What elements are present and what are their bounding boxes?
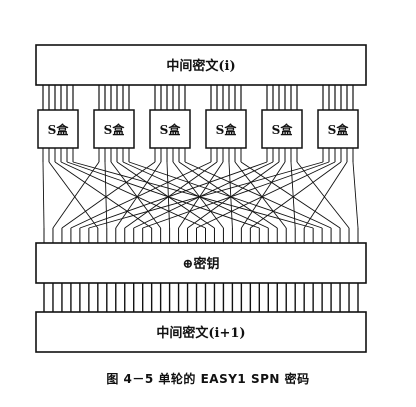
permutation-wire [72,161,314,229]
bottom-output-wires [43,283,359,312]
top-ciphertext-label: 中间密文(i) [166,58,235,74]
sbox-1 [37,109,79,149]
sbox-row: S盒 S盒 S盒 S盒 S盒 S盒 [37,109,359,149]
permutation-wire [60,161,206,229]
sbox-2 [93,109,135,149]
permutation-wire [42,161,45,229]
permutation-wire [234,161,287,229]
permutation-wire [250,161,342,229]
permutation-wire [240,161,341,229]
key-xor-label: ⊕密钥 [183,256,220,272]
permutation-wire [115,161,162,229]
permutation-wire [166,161,171,229]
permutation-wire [104,161,108,229]
permutation-wire [124,161,218,229]
permutation-wire [142,161,330,229]
permutation-wire [79,161,268,229]
permutation-wire [172,161,224,229]
permutation-wire [296,161,350,229]
sbox-label-5: S盒 [272,122,294,137]
bottom-ciphertext-label: 中间密文(i+1) [156,325,245,341]
sbox-4 [205,109,247,149]
sbox-5 [261,109,303,149]
permutation-wire [178,161,278,229]
permutation-wire [187,161,280,229]
permutation-wire [178,161,224,229]
sbox-label-2: S盒 [104,122,126,137]
sbox-label-4: S盒 [216,122,238,137]
sbox-label-1: S盒 [48,122,70,137]
permutation-wire [61,161,156,229]
permutation-wire [54,161,152,229]
top-ciphertext-block [35,44,367,86]
permutation-wire [290,161,296,229]
permutation-wire [352,161,359,229]
permutation-wire [133,161,274,229]
permutation-wire [70,161,212,229]
permutation-wire [110,161,161,229]
top-input-wires [42,85,354,110]
permutation-wire [196,161,336,229]
key-xor-block [35,242,367,284]
permutation-wire [116,161,215,229]
permutation-wire [303,161,348,229]
permutation-wire [52,161,100,229]
permutation-wire [240,161,286,229]
permutation-wire [122,161,269,229]
sbox-6 [317,109,359,149]
permutation-wires [42,148,359,243]
sbox-3 [149,109,191,149]
bottom-ciphertext-block [35,311,367,353]
permutation-wire [88,161,324,229]
permutation-wire [48,161,99,229]
permutation-wire [66,161,260,229]
permutation-wire [228,161,233,229]
sbox-label-6: S盒 [328,122,350,137]
permutation-wire [184,161,332,229]
permutation-wire [128,161,323,229]
sbox-label-3: S盒 [160,122,182,137]
figure-caption: 图 4－5 单轮的 EASY1 SPN 密码 [106,372,310,386]
